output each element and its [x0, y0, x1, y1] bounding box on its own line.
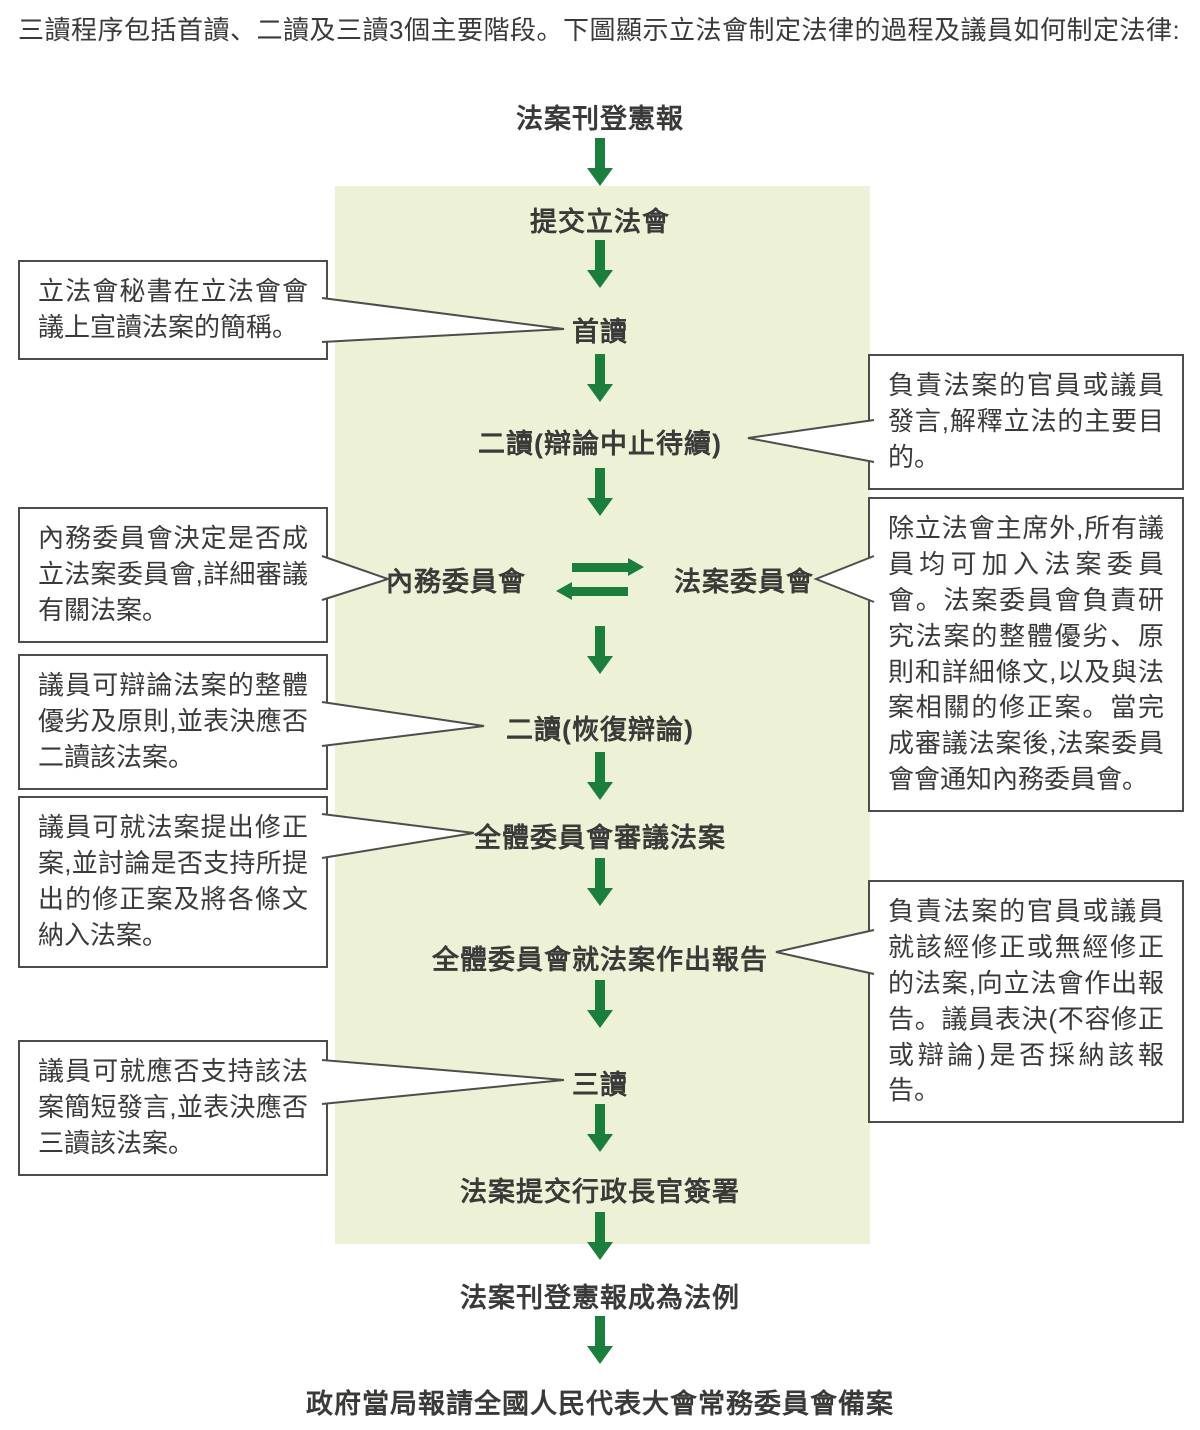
flow-arrow-down-icon	[587, 858, 613, 906]
flow-arrow-down-icon	[587, 138, 613, 186]
callout-second-reading: 負責法案的官員或議員發言,解釋立法的主要目的。	[868, 354, 1184, 490]
node-committee-whole-report: 全體委員會就法案作出報告	[432, 945, 768, 975]
node-npcsc-record: 政府當局報請全國人民代表大會常務委員會備案	[306, 1389, 894, 1419]
node-bills-committee: 法案委員會	[674, 566, 814, 597]
flow-arrow-down-icon	[587, 980, 613, 1028]
callout-third-reading: 議員可就應否支持該法案簡短發言,並表決應否三讀該法案。	[18, 1040, 328, 1176]
node-first-reading: 首讀	[572, 317, 628, 347]
node-second-reading-adjourned: 二讀(辯論中止待續)	[478, 429, 722, 459]
flow-arrow-down-icon	[587, 1212, 613, 1260]
intro-text: 三讀程序包括首讀、二讀及三讀3個主要階段。下圖顯示立法會制定法律的過程及議員如何…	[18, 15, 1181, 45]
callout-bills-committee: 除立法會主席外,所有議員均可加入法案委員會。法案委員會負責研究法案的整體優劣、原…	[868, 497, 1184, 812]
flow-arrow-down-icon	[587, 626, 613, 674]
callout-committee-report: 負責法案的官員或議員就該經修正或無經修正的法案,向立法會作出報告。議員表決(不容…	[868, 880, 1184, 1124]
callout-house-committee: 內務委員會決定是否成立法案委員會,詳細審議有關法案。	[18, 507, 328, 643]
node-sign-by-ce: 法案提交行政長官簽署	[460, 1177, 740, 1207]
node-house-committee: 內務委員會	[386, 566, 526, 597]
flow-arrow-down-icon	[587, 752, 613, 800]
flow-arrow-down-icon	[587, 468, 613, 516]
flow-arrow-down-icon	[587, 1316, 613, 1364]
flow-arrow-down-icon	[587, 240, 613, 288]
committee-row: 內務委員會 法案委員會	[0, 558, 1200, 600]
callout-first-reading: 立法會秘書在立法會會議上宣讀法案的簡稱。	[18, 260, 328, 360]
flow-arrow-down-icon	[587, 354, 613, 402]
callout-resumed-debate: 議員可辯論法案的整體優劣及原則,並表決應否二讀該法案。	[18, 654, 328, 790]
node-submit-legco: 提交立法會	[530, 207, 670, 237]
flow-arrow-down-icon	[587, 1104, 613, 1152]
node-third-reading: 三讀	[572, 1070, 628, 1100]
node-second-reading-resumed: 二讀(恢復辯論)	[506, 715, 694, 745]
node-committee-whole-consider: 全體委員會審議法案	[474, 823, 726, 853]
node-gazette: 法案刊登憲報	[516, 104, 684, 134]
node-become-law: 法案刊登憲報成為法例	[460, 1283, 740, 1313]
callout-committee-consider: 議員可就法案提出修正案,並討論是否支持所提出的修正案及將各條文納入法案。	[18, 796, 328, 968]
arrow-left-icon	[556, 582, 628, 600]
exchange-arrows-icon	[556, 558, 644, 600]
arrow-right-icon	[572, 558, 644, 576]
